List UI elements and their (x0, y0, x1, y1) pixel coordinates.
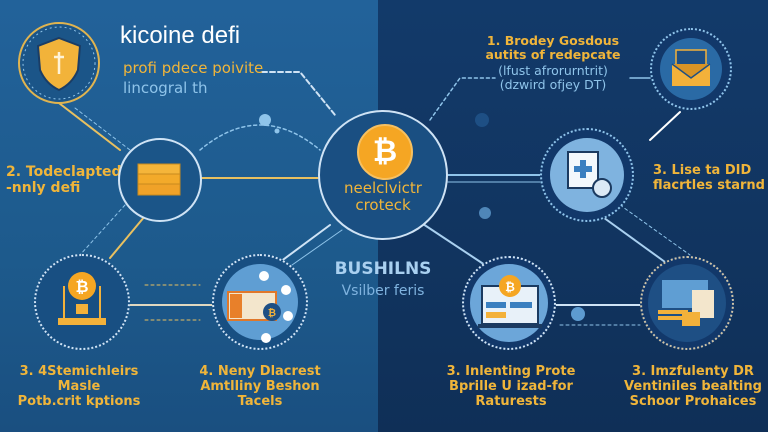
bitcoin-laptop-node[interactable]: ₿ (34, 254, 130, 350)
header-subtitle: profi pdece poivite (123, 59, 264, 77)
step-line: -nnly defi (6, 180, 81, 197)
step-line: 3. Lise ta DID (653, 163, 752, 178)
stack-node[interactable] (118, 138, 202, 222)
header-tagline: lincogral th (123, 79, 208, 97)
documents-node[interactable] (640, 256, 734, 350)
bitcoin-laptop-icon: ₿ (58, 272, 106, 325)
shield-node[interactable] (18, 22, 100, 104)
step-line: flacrtles starnd (653, 177, 765, 193)
step-line: Bprille U izad-for (449, 378, 573, 394)
svg-text:₿: ₿ (505, 280, 515, 294)
step-line: Tacels (237, 393, 283, 409)
svg-text:₿: ₿ (268, 307, 276, 319)
step-line: autits of redepcate (485, 47, 621, 63)
header-title: kicoine defi (120, 22, 241, 49)
network-card-icon: ₿ (227, 271, 293, 343)
step-line: 2. Todeclapted (6, 164, 122, 180)
step-top-right-text: 1. Brodey Gosdous autits of redepcate (l… (478, 33, 628, 93)
step-right-mid-text: 3. Lise ta DID flacrtles starnd (653, 163, 765, 194)
shield-icon (22, 26, 96, 100)
bitcoin-symbol: ₿ (372, 134, 398, 169)
document-scan-node[interactable] (540, 128, 634, 222)
step-line: Amtlliny Beshon (200, 378, 320, 394)
step-bottom-4-text: 3. Imzfulenty DR Ventiniles bealting Sch… (618, 364, 768, 410)
center-label-line2: croteck (355, 196, 411, 215)
step-line: 3. Inlenting Prote (446, 364, 576, 379)
svg-text:₿: ₿ (75, 277, 88, 296)
section-subtitle: Vsilber feris (341, 283, 425, 299)
step-left-mid-text: 2. Todeclapted -nnly defi (6, 164, 122, 196)
section-title: BUSHILNS (334, 259, 432, 279)
documents-icon (658, 280, 714, 326)
network-card-node[interactable]: ₿ (212, 254, 308, 350)
center-label-line1: neelclvictr (344, 179, 422, 197)
bitcoin-dashboard-node[interactable]: ₿ (462, 256, 556, 350)
step-line: Potb.crit kptions (17, 393, 141, 409)
step-bottom-3-text: 3. Inlenting Prote Bprille U izad-for Ra… (436, 364, 586, 410)
bitcoin-dashboard-icon: ₿ (478, 275, 542, 328)
step-line: Schoor Prohaices (629, 393, 757, 409)
bitcoin-coin-icon: ₿ (357, 124, 413, 180)
step-bottom-2-text: 4. Neny Dlacrest Amtlliny Beshon Tacels (190, 364, 330, 410)
step-line: (dzwird ofjey DT) (499, 77, 607, 93)
step-line: 1. Brodey Gosdous (486, 33, 620, 48)
envelope-icon (671, 49, 711, 86)
step-line: 3. Imzfulenty DR (632, 364, 754, 379)
step-line: Ventiniles bealting (624, 378, 762, 394)
step-line: Masle (57, 378, 101, 394)
step-line: (lfust afrorurntrit) (498, 62, 608, 78)
step-bottom-1-text: 3. 4Stemichleirs Masle Potb.crit kptions (4, 364, 154, 410)
step-line: 3. 4Stemichleirs (19, 364, 139, 379)
step-line: Raturests (475, 393, 547, 409)
step-line: 4. Neny Dlacrest (199, 364, 321, 379)
document-scan-icon (567, 151, 612, 198)
center-bitcoin-node[interactable]: ₿ neelclvictr croteck (318, 110, 448, 240)
envelope-node[interactable] (650, 28, 732, 110)
stack-icon (137, 163, 181, 196)
center-label: neelclvictr croteck (320, 179, 446, 215)
